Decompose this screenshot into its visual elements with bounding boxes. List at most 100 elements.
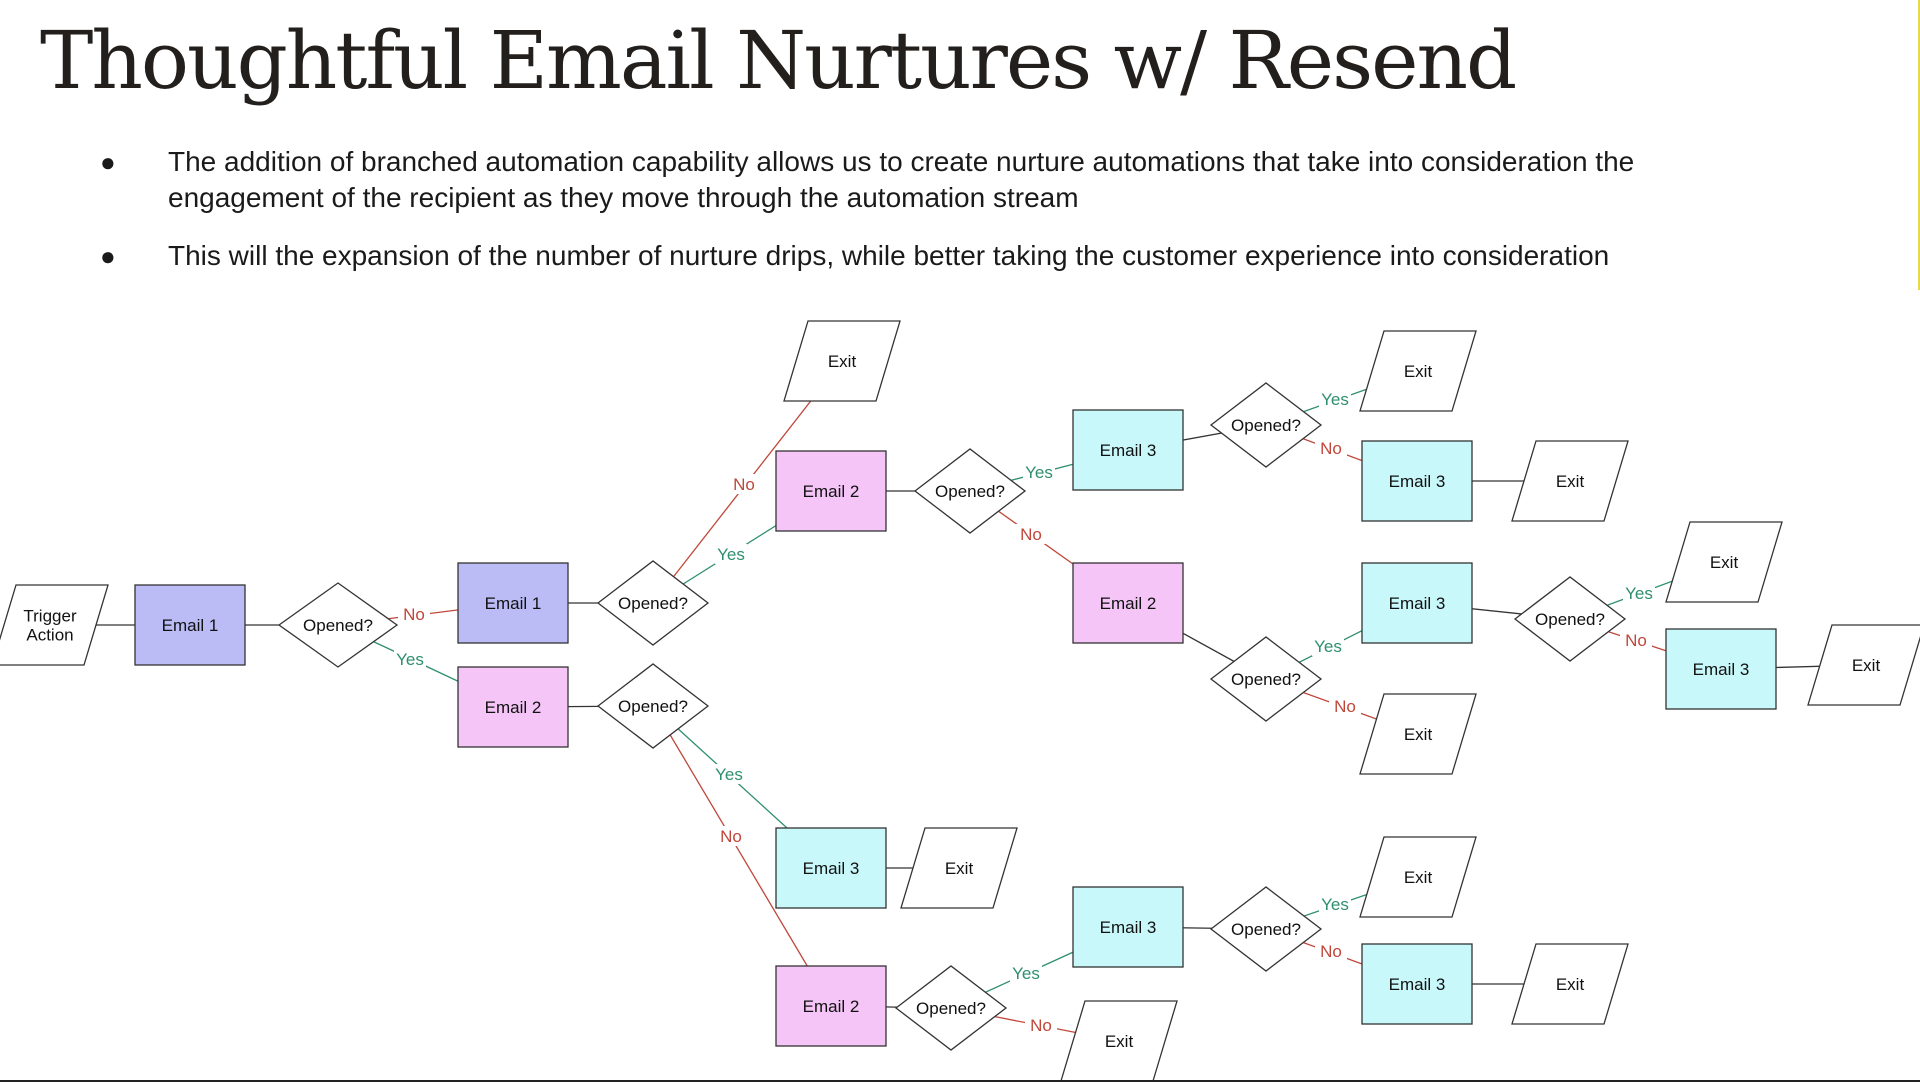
node-label: Opened?	[618, 594, 688, 613]
edge-label-backing	[1023, 462, 1055, 482]
email-node-email3-shape	[775, 827, 887, 909]
decision-opened-node: Opened?	[1209, 382, 1323, 468]
decision-opened-node: Opened?	[1513, 576, 1627, 662]
edge-label-backing	[1319, 389, 1351, 409]
decision-opened-node: Opened?	[596, 663, 710, 749]
email-node-email2: Email 2	[775, 450, 887, 532]
bullet-list: ● The addition of branched automation ca…	[100, 144, 1740, 296]
exit-node: Exit	[1359, 330, 1477, 412]
exit-node: Exit	[1807, 624, 1920, 706]
edge-label-no: No	[1334, 697, 1356, 716]
email-node-email3-shape	[1361, 943, 1473, 1025]
email-node-email3-shape	[1072, 409, 1184, 491]
edge-label-backing	[1312, 636, 1344, 656]
edge-label-yes: Yes	[1321, 390, 1349, 409]
edge-label-backing	[1015, 524, 1047, 544]
edge-label-no: No	[1020, 525, 1042, 544]
node-label: Email 3	[1389, 472, 1446, 491]
node-label: Exit	[1404, 725, 1433, 744]
decision-opened-node: Opened?	[1209, 636, 1323, 722]
email-node-email1: Email 1	[134, 584, 246, 666]
exit-node-shape	[1807, 624, 1920, 706]
edge-label-backing	[715, 826, 747, 846]
edge-label-backing	[1010, 963, 1042, 983]
exit-node: Exit	[1359, 836, 1477, 918]
email-node-email1-shape	[457, 562, 569, 644]
node-label: Opened?	[1231, 920, 1301, 939]
node-label: Exit	[1710, 553, 1739, 572]
decision-opened-node-shape	[913, 448, 1027, 534]
email-node-email2-shape	[775, 965, 887, 1047]
decision-opened-node-shape	[596, 663, 710, 749]
node-label: Opened?	[935, 482, 1005, 501]
edge-label-yes: Yes	[1625, 584, 1653, 603]
email-node-email2-shape	[775, 450, 887, 532]
node-label: Email 1	[485, 594, 542, 613]
email-node-email3: Email 3	[1665, 628, 1777, 710]
email-node-email1: Email 1	[457, 562, 569, 644]
node-label: Exit	[1105, 1032, 1134, 1051]
exit-node-shape	[1359, 330, 1477, 412]
decision-opened-node: Opened?	[596, 560, 710, 646]
exit-node: Exit	[1060, 1000, 1178, 1082]
node-label: Opened?	[916, 999, 986, 1018]
exit-node-shape	[1511, 943, 1629, 1025]
bullet-text: The addition of branched automation capa…	[168, 146, 1635, 213]
node-label: Opened?	[1231, 670, 1301, 689]
bullet-item: ● The addition of branched automation ca…	[100, 144, 1740, 216]
decision-opened-node-shape	[1513, 576, 1627, 662]
exit-node: Exit	[1359, 693, 1477, 775]
decision-opened-node-shape	[1209, 382, 1323, 468]
edge-label-backing	[1329, 696, 1361, 716]
node-label: Action	[26, 626, 73, 645]
edge-label-backing	[394, 649, 426, 669]
edge-label-yes: Yes	[1314, 637, 1342, 656]
decision-opened-node: Opened?	[277, 582, 399, 668]
edge-label-backing	[713, 764, 745, 784]
exit-node-shape	[783, 320, 901, 402]
exit-node: Exit	[900, 827, 1018, 909]
edge-label-backing	[1315, 438, 1347, 458]
node-label: Email 2	[803, 997, 860, 1016]
node-label: Opened?	[618, 697, 688, 716]
node-label: Exit	[945, 859, 974, 878]
node-label: Exit	[1556, 975, 1585, 994]
node-label: Trigger	[23, 607, 77, 626]
decision-opened-node: Opened?	[913, 448, 1027, 534]
node-label: Exit	[1404, 868, 1433, 887]
email-node-email3-shape	[1361, 440, 1473, 522]
exit-node-shape	[1511, 440, 1629, 522]
bullet-text: This will the expansion of the number of…	[168, 240, 1610, 271]
email-node-email2-shape	[1072, 562, 1184, 644]
flow-edge	[652, 705, 832, 1007]
email-node-email3: Email 3	[775, 827, 887, 909]
edge-label-backing	[398, 604, 430, 624]
exit-node: Exit	[1511, 440, 1629, 522]
node-label: Exit	[828, 352, 857, 371]
email-node-email2: Email 2	[775, 965, 887, 1047]
node-label: Email 2	[803, 482, 860, 501]
email-node-email3-shape	[1665, 628, 1777, 710]
bullet-item: ● This will the expansion of the number …	[100, 238, 1740, 274]
email-node-email3-shape	[1361, 562, 1473, 644]
bullet-marker: ●	[100, 241, 116, 271]
edge-label-yes: Yes	[1025, 463, 1053, 482]
bottom-divider	[0, 1080, 1920, 1082]
edge-label-no: No	[403, 605, 425, 624]
bullet-marker: ●	[100, 147, 116, 177]
node-label: Email 2	[1100, 594, 1157, 613]
edge-label-no: No	[733, 475, 755, 494]
email-node-email3: Email 3	[1361, 440, 1473, 522]
exit-node-shape	[900, 827, 1018, 909]
edge-label-backing	[1620, 630, 1652, 650]
exit-node-shape	[1665, 521, 1783, 603]
edge-label-yes: Yes	[1012, 964, 1040, 983]
email-node-email3: Email 3	[1361, 562, 1473, 644]
node-label: Email 3	[1100, 441, 1157, 460]
edge-label-no: No	[1625, 631, 1647, 650]
decision-opened-node-shape	[277, 582, 399, 668]
exit-node: Exit	[783, 320, 901, 402]
edge-label-no: No	[1320, 942, 1342, 961]
exit-node: Exit	[1511, 943, 1629, 1025]
